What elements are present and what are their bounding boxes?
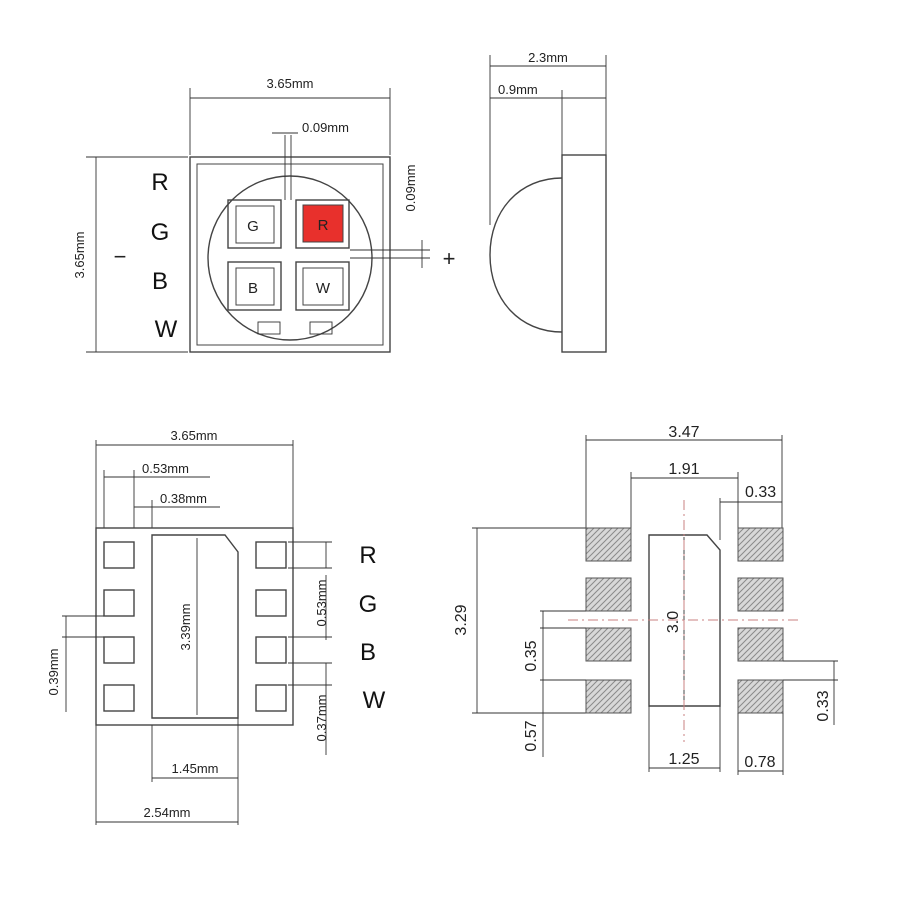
package-inner-outline (196, 163, 384, 346)
footprint-pad (737, 627, 784, 662)
die-pad-b (227, 261, 282, 311)
side-total-label: 2.3mm (528, 50, 568, 65)
side-dome (489, 177, 563, 333)
fp-center-width: 1.25 (668, 751, 699, 768)
die-pad-r (295, 199, 350, 249)
footprint-pad (585, 679, 632, 714)
footprint-view: 3.47 1.91 0.33 3.29 3.0 0.35 (453, 424, 838, 775)
fp-pad-gap: 0.33 (745, 484, 776, 501)
fp-center-height: 3.0 (665, 611, 682, 633)
pin-label-r: R (151, 169, 168, 196)
gap-label: 0.39mm (46, 649, 61, 696)
bottom-pin-label-g: G (359, 591, 378, 618)
center-height-label: 3.39mm (178, 604, 193, 651)
footprint-pad (737, 679, 784, 714)
fp-pad-pitch: 0.35 (523, 640, 540, 671)
package-outline (189, 156, 391, 353)
bottom-pin-label-b: B (360, 639, 376, 666)
footprint-pad (585, 627, 632, 662)
bottom-pad (103, 541, 135, 569)
top-width-label: 3.65mm (267, 76, 314, 91)
span-label: 2.54mm (144, 805, 191, 820)
die-label-w: W (316, 280, 331, 297)
bottom-pad (255, 684, 287, 712)
footprint-center-pad (648, 534, 721, 707)
top-height-label: 3.65mm (72, 232, 87, 279)
fp-inner-span: 1.91 (668, 461, 699, 478)
die-pad-g (227, 199, 282, 249)
bottom-view: 3.65mm 0.53mm 0.38mm 3.39mm 0.53mm (46, 428, 386, 825)
bottom-outline (95, 527, 294, 726)
bottom-pad (103, 684, 135, 712)
top-view: 3.65mm 3.65mm − R G B W 0.09mm 0.09mm + … (72, 76, 456, 353)
bottom-pad (255, 541, 287, 569)
center-pad (151, 534, 239, 719)
pad-height-label: 0.37mm (314, 695, 329, 742)
side-base-label: 0.9mm (498, 82, 538, 97)
minus-sign: − (114, 244, 127, 269)
die-g (235, 205, 275, 244)
die-label-r: R (318, 217, 329, 234)
footprint-pad (737, 527, 784, 562)
bottom-pad (255, 589, 287, 617)
fp-total-height: 3.29 (453, 604, 470, 635)
die-r (302, 204, 344, 243)
die-label-g: G (247, 218, 259, 235)
gap-v-label: 0.09mm (403, 165, 418, 212)
die-b (235, 267, 275, 306)
pitch-label: 0.53mm (314, 580, 329, 627)
die-label-b: B (248, 280, 258, 297)
pin-label-w: W (155, 316, 178, 343)
lead-tab (257, 321, 281, 335)
plus-sign: + (443, 246, 456, 271)
center-width-label: 1.45mm (172, 761, 219, 776)
pin-label-g: G (151, 219, 170, 246)
gap-h-label: 0.09mm (302, 120, 349, 135)
footprint-pad (737, 577, 784, 612)
bottom-pad (255, 636, 287, 664)
fp-pad-height-right: 0.33 (815, 690, 832, 721)
die-pad-w (295, 261, 350, 311)
bottom-pad (103, 589, 135, 617)
side-view: 2.3mm 0.9mm (489, 50, 607, 353)
bottom-pin-label-r: R (359, 542, 376, 569)
bottom-pin-label-w: W (363, 687, 386, 714)
fp-pad-height: 0.57 (523, 720, 540, 751)
fp-pad-width: 0.78 (744, 754, 775, 771)
lead-tab (309, 321, 333, 335)
side-base (561, 154, 607, 353)
fp-total-width: 3.47 (668, 424, 699, 441)
die-w (302, 267, 344, 306)
pin-label-b: B (152, 268, 168, 295)
bottom-width-label: 3.65mm (171, 428, 218, 443)
footprint-pad (585, 577, 632, 612)
pad-offset-label: 0.53mm (142, 461, 189, 476)
pad-width-label: 0.38mm (160, 491, 207, 506)
bottom-pad (103, 636, 135, 664)
footprint-pad (585, 527, 632, 562)
